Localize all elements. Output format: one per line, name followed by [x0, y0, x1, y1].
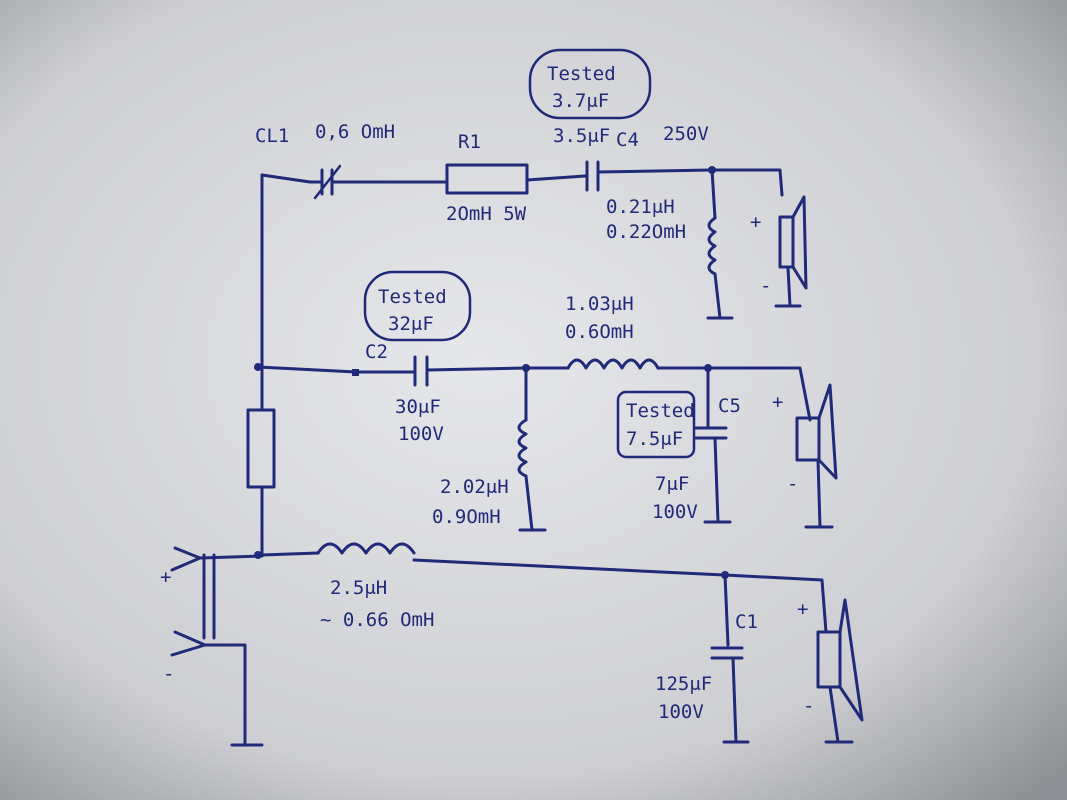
tested-mid-value: 32μF: [388, 313, 434, 335]
l-main-value-1: 2.5μH: [330, 577, 387, 599]
input-minus-label: -: [163, 663, 174, 685]
c5-value-1: 7μF: [655, 473, 689, 495]
tweeter-minus: -: [760, 275, 771, 297]
woofer-plus: +: [797, 598, 808, 620]
tested-c5-label: Tested: [626, 400, 695, 422]
input-terminals: + -: [160, 546, 264, 747]
l-top-value-2: 0.22OmH: [606, 221, 686, 243]
c4-cap-label: 3.5μF: [553, 125, 610, 147]
main-bus: [246, 173, 276, 559]
c4-voltage: 250V: [663, 123, 709, 145]
c1-value-2: 100V: [658, 701, 704, 723]
tweeter-plus: +: [750, 211, 761, 233]
c5-label: C5: [718, 395, 741, 417]
speaker-midrange: [795, 416, 821, 462]
tested-box-c5: [616, 390, 696, 459]
midrange-branch: [256, 355, 838, 532]
l-mid-value-1: 1.03μH: [565, 293, 634, 315]
tested-bubble-mid: [363, 270, 472, 342]
l-shunt-value-1: 2.02μH: [440, 476, 509, 498]
c1-value-1: 125μF: [655, 673, 712, 695]
cl1-value: 0,6 OmH: [315, 121, 395, 143]
tested-top-label: Tested: [547, 63, 616, 85]
woofer-minus: -: [803, 695, 814, 717]
tested-bubble-top: [528, 48, 652, 120]
l-top-value-1: 0.21μH: [606, 196, 675, 218]
annotations: Tested 3.7μF CL1 0,6 OmH R1 2OmH 5W 3.5μ…: [255, 48, 814, 723]
tested-c5-value: 7.5μF: [626, 428, 683, 450]
resistor-bus: [246, 408, 276, 489]
midrange-plus: +: [772, 391, 783, 413]
c2-value-1: 30μF: [395, 396, 441, 418]
c2-value-2: 100V: [398, 423, 444, 445]
l-mid-value-2: 0.6OmH: [565, 321, 634, 343]
r1-label: R1: [458, 131, 481, 153]
cl1-label: CL1: [255, 125, 289, 147]
c1-label: C1: [735, 611, 758, 633]
c4-label: C4: [616, 129, 639, 151]
c2-label: C2: [365, 341, 388, 363]
l-main-value-2: ~ 0.66 OmH: [320, 609, 434, 631]
r1-value: 2OmH 5W: [446, 203, 527, 225]
c5-value-2: 100V: [652, 501, 698, 523]
tested-top-value: 3.7μF: [552, 90, 609, 112]
tested-mid-label: Tested: [378, 286, 447, 308]
speaker-tweeter: [778, 215, 795, 269]
l-shunt-value-2: 0.9OmH: [432, 506, 501, 528]
woofer-branch: [260, 542, 864, 744]
input-plus-label: +: [160, 566, 171, 588]
midrange-minus: -: [787, 473, 798, 495]
tweeter-branch: [260, 160, 808, 320]
